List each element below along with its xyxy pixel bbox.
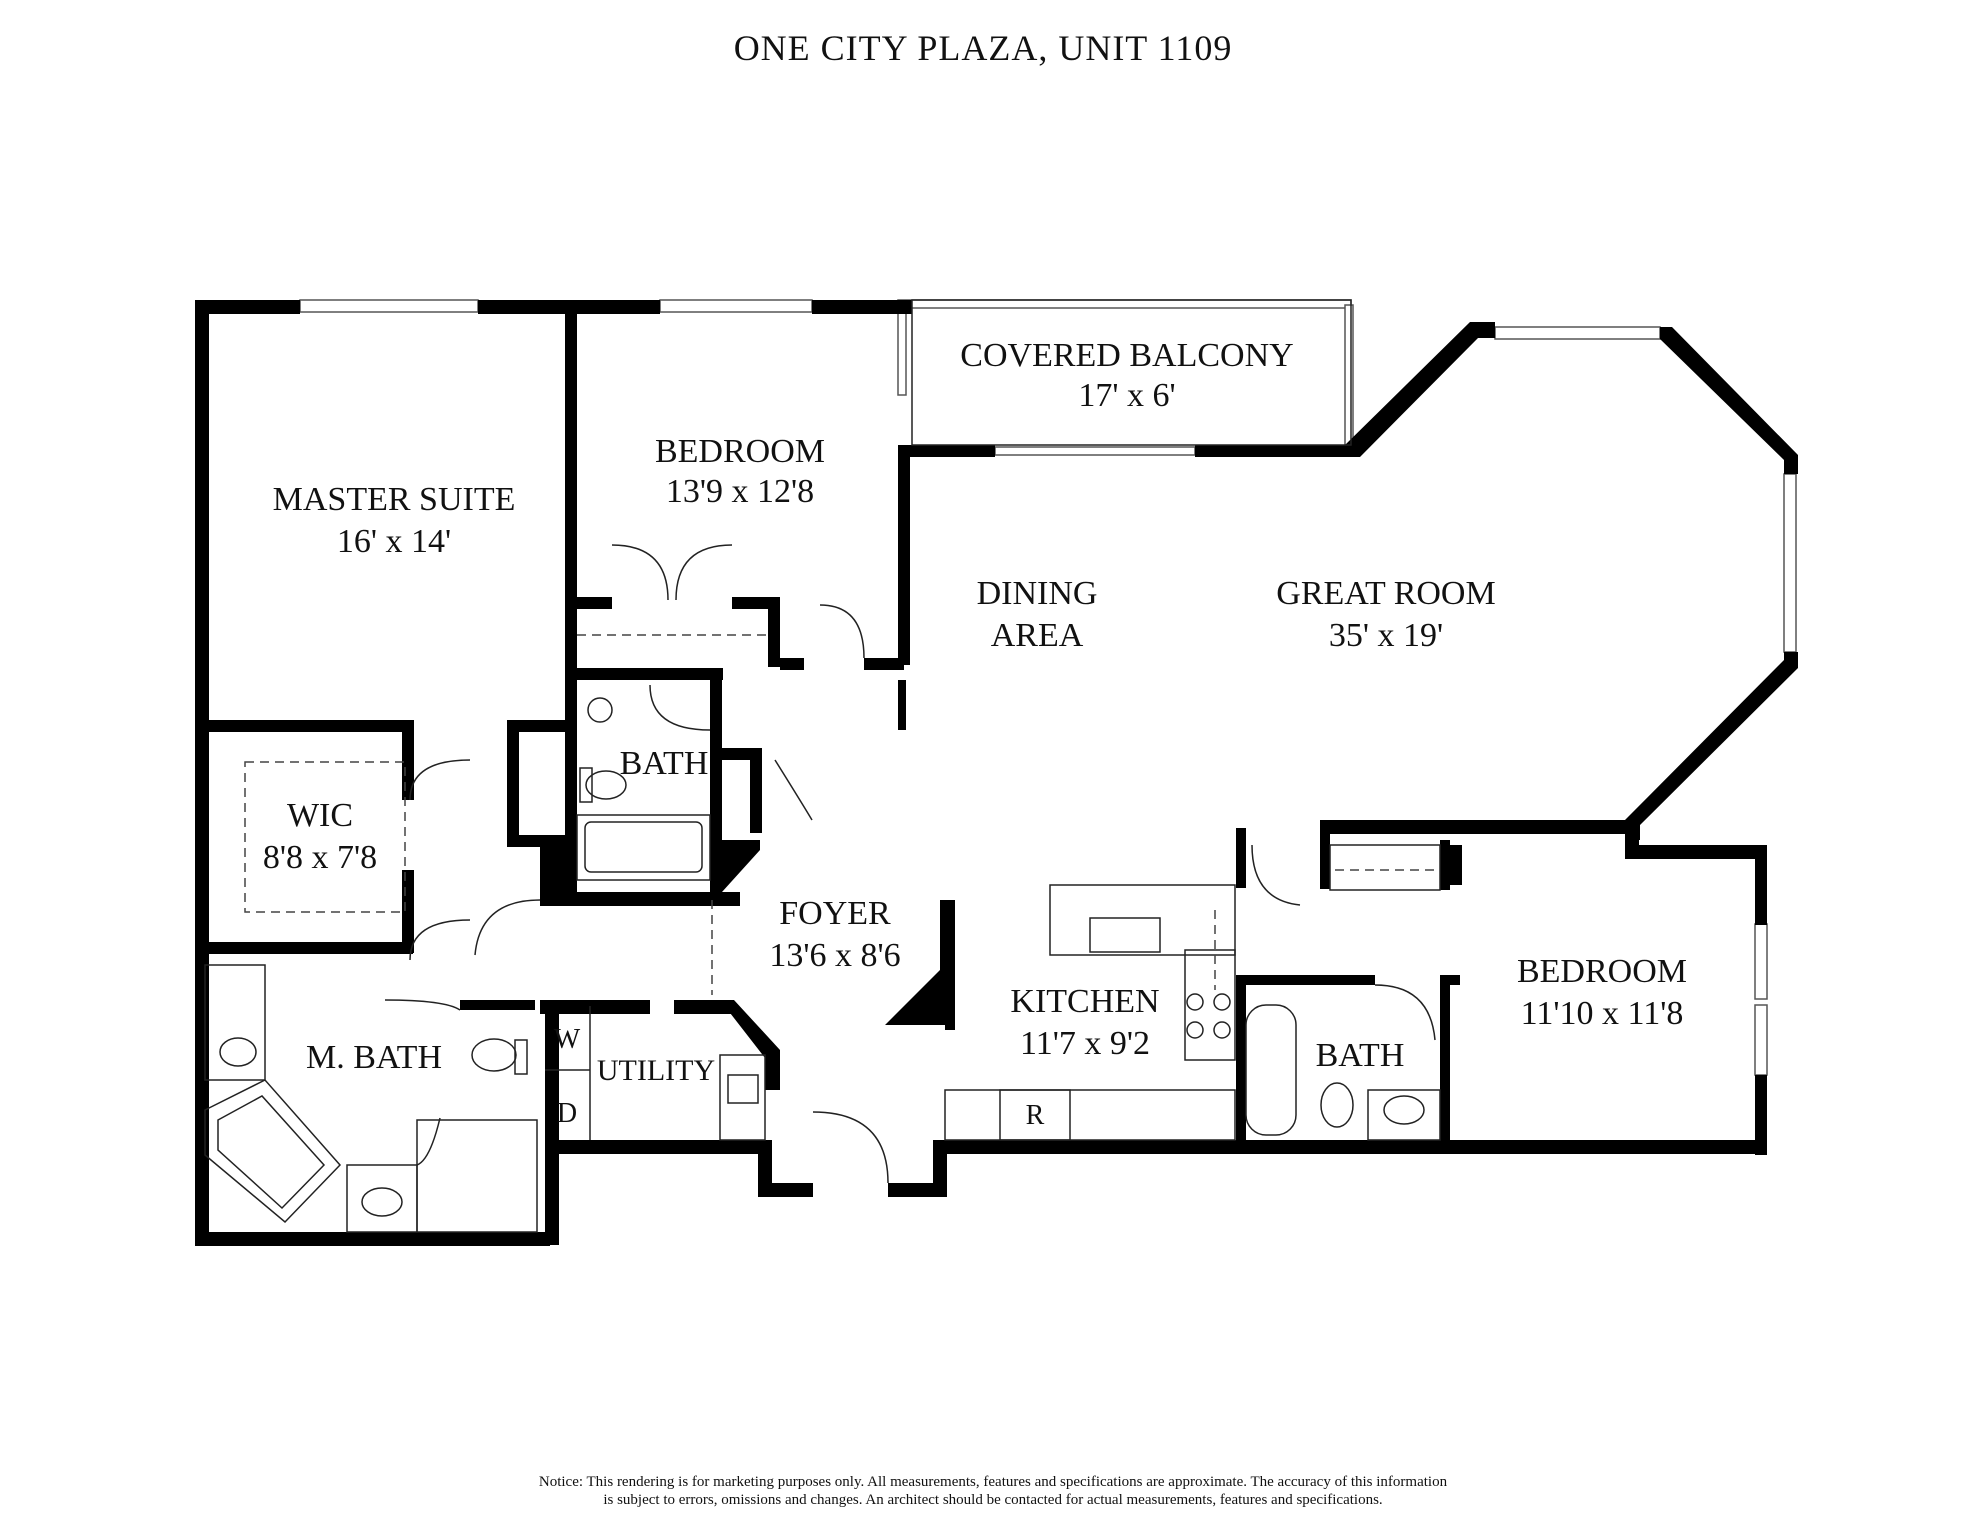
utility-name: UTILITY xyxy=(597,1054,715,1087)
m-bath-name: M. BATH xyxy=(306,1039,442,1076)
wic-name: WIC xyxy=(287,797,353,834)
interior-details xyxy=(204,299,1441,1233)
notice-line-2: is subject to errors, omissions and chan… xyxy=(603,1492,1382,1508)
bath-2-name: BATH xyxy=(1316,1037,1405,1074)
master-suite-dim: 16' x 14' xyxy=(337,523,451,560)
wic-dim: 8'8 x 7'8 xyxy=(263,839,377,876)
plan-title: ONE CITY PLAZA, UNIT 1109 xyxy=(734,28,1233,68)
foyer-dim: 13'6 x 8'6 xyxy=(769,937,900,974)
washer-label: W xyxy=(554,1024,581,1055)
bedroom-1-name: BEDROOM xyxy=(655,433,825,470)
bedroom-1-dim: 13'9 x 12'8 xyxy=(666,473,814,510)
great-room-dim: 35' x 19' xyxy=(1329,617,1443,654)
kitchen-name: KITCHEN xyxy=(1010,983,1159,1020)
notice-line-1: Notice: This rendering is for marketing … xyxy=(539,1474,1448,1490)
foyer-name: FOYER xyxy=(779,895,891,932)
bedroom-2-name: BEDROOM xyxy=(1517,953,1687,990)
kitchen-dim: 11'7 x 9'2 xyxy=(1020,1025,1150,1062)
refrigerator-label: R xyxy=(1026,1100,1045,1131)
master-suite-name: MASTER SUITE xyxy=(273,481,516,518)
balcony-name: COVERED BALCONY xyxy=(960,337,1293,374)
room-labels: MASTER SUITE 16' x 14' BEDROOM 13'9 x 12… xyxy=(263,337,1687,1131)
balcony-dim: 17' x 6' xyxy=(1078,377,1175,414)
dining-name-line-2: AREA xyxy=(991,617,1084,654)
great-room-name: GREAT ROOM xyxy=(1276,575,1495,612)
dining-name-line-1: DINING xyxy=(977,575,1098,612)
bedroom-2-dim: 11'10 x 11'8 xyxy=(1521,995,1684,1032)
bath-1-name: BATH xyxy=(620,745,709,782)
dryer-label: D xyxy=(557,1098,577,1129)
walls xyxy=(195,300,1798,1246)
